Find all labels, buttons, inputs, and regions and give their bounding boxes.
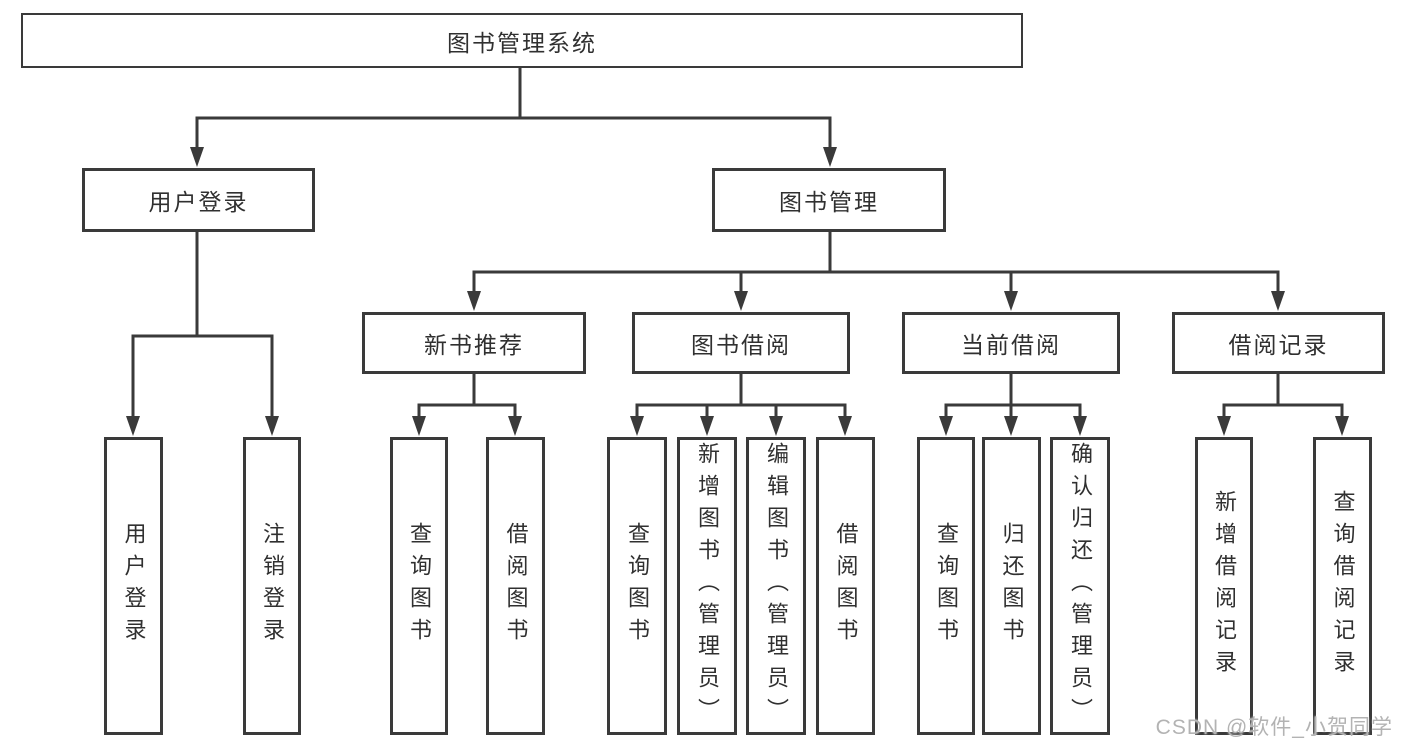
leaf-borrow-edit-books-admin: 编辑图书（管理员） [746,437,806,735]
leaf-current-return-books: 归还图书 [982,437,1041,735]
leaf-label: 查询图书 [407,522,432,650]
leaf-label: 新增借阅记录 [1212,490,1237,682]
leaf-records-query-record: 查询借阅记录 [1313,437,1372,735]
leaf-logout-login: 注销登录 [243,437,301,735]
leaf-label: 查询图书 [934,522,959,650]
leaf-borrow-add-books-admin: 新增图书（管理员） [677,437,737,735]
leaf-label: 确认归还（管理员） [1068,442,1093,730]
leaf-borrow-query-books: 查询图书 [607,437,667,735]
leaf-label: 查询借阅记录 [1330,490,1356,682]
csdn-watermark: CSDN @软件_小贺同学 [1155,716,1393,739]
leaf-label: 归还图书 [999,522,1025,650]
leaf-records-add-record: 新增借阅记录 [1195,437,1253,735]
leaf-label: 借阅图书 [503,522,529,650]
leaf-current-query-books: 查询图书 [917,437,975,735]
leaf-label: 用户登录 [121,522,147,650]
leaf-label: 查询图书 [625,522,650,650]
leaf-label: 借阅图书 [833,522,859,650]
leaf-label: 注销登录 [260,522,285,650]
node-borrowing-records: 借阅记录 [1172,312,1385,374]
leaf-label: 编辑图书（管理员） [764,442,789,730]
node-book-management: 图书管理 [712,168,946,232]
leaf-borrow-borrow-books: 借阅图书 [816,437,875,735]
connector-arrowheads [126,147,1349,436]
node-user-login-branch: 用户登录 [82,168,315,232]
leaf-user-login: 用户登录 [104,437,163,735]
leaf-newbook-query-books: 查询图书 [390,437,448,735]
node-current-borrowing: 当前借阅 [902,312,1120,374]
leaf-current-confirm-return-admin: 确认归还（管理员） [1050,437,1110,735]
leaf-newbook-borrow-books: 借阅图书 [486,437,545,735]
node-book-borrowing: 图书借阅 [632,312,850,374]
node-library-system: 图书管理系统 [21,13,1023,68]
leaf-label: 新增图书（管理员） [695,442,720,730]
node-new-book-recommend: 新书推荐 [362,312,586,374]
